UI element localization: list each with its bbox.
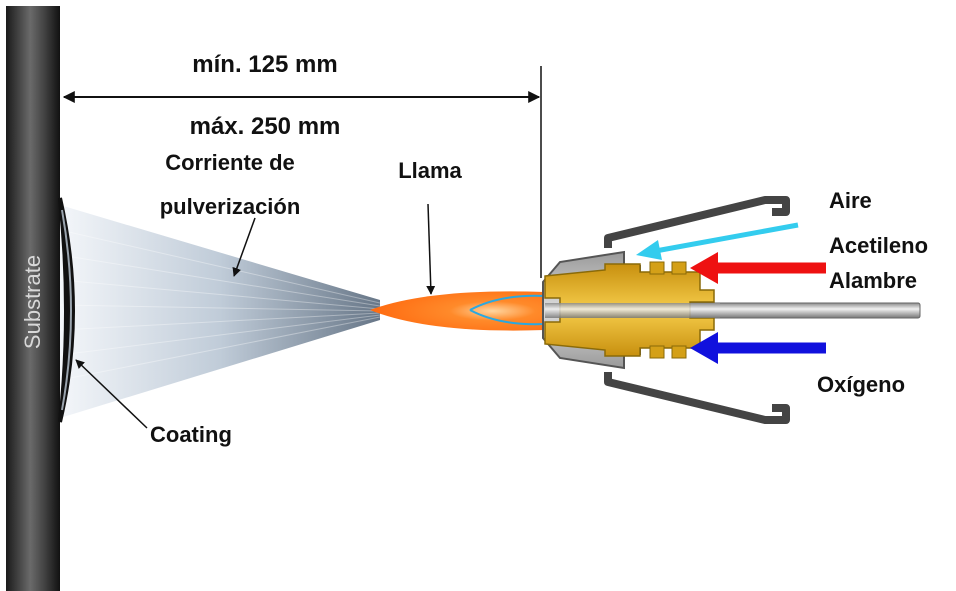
max-distance-label: máx. 250 mm [189, 113, 341, 140]
spray-stream [59, 205, 381, 418]
acetylene-arrow [690, 252, 826, 284]
spray-stream-label-line1: Corriente de [165, 150, 295, 175]
coating-label: Coating [150, 422, 232, 447]
coating-pointer [75, 359, 148, 429]
substrate-label: Substrate [20, 255, 45, 349]
spray-stream-label-line2: pulverización [159, 194, 301, 219]
substrate-bar [6, 6, 60, 591]
oxygen-label: Oxígeno [817, 372, 906, 397]
min-distance-label: mín. 125 mm [192, 51, 338, 78]
oxygen-arrow [690, 332, 826, 364]
torch-shroud [604, 196, 790, 424]
coating-layer [58, 197, 75, 423]
acetylene-label: Acetileno [829, 233, 929, 258]
spray-pointer [232, 217, 256, 277]
air-label: Aire [829, 188, 872, 213]
flame-pointer [426, 203, 436, 295]
air-arrow [636, 222, 799, 260]
flame-label: Llama [398, 158, 462, 183]
wire-label: Alambre [829, 268, 918, 293]
